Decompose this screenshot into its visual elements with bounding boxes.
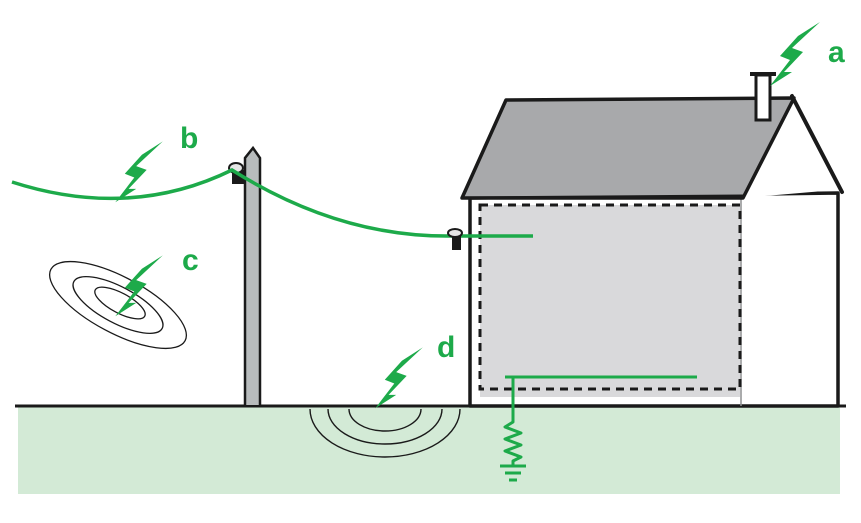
ground-area [18,406,840,494]
utility-pole [228,145,262,405]
protected-zone-boundary [478,203,742,391]
label-b: b [180,122,198,155]
magnetic-field-rings [48,260,188,350]
lightning-bolt-icon-a [770,22,820,86]
chimney [754,73,772,122]
gable-edge [790,94,844,194]
overhead-power-line [11,167,533,238]
lightning-bolt-icon-c [115,255,163,317]
house-gable [741,100,835,198]
house-wall-bracket [452,236,461,250]
house-insulator [447,228,463,238]
label-d: d [437,331,455,364]
roof-base-line [461,194,744,200]
lightning-bolt-icon-d [375,347,423,409]
house-roof [460,96,796,200]
pole-body [243,145,262,405]
label-c: c [182,244,199,277]
ground-strike-rings [309,408,461,458]
electrical-ground-icon [500,464,526,482]
label-a: a [828,36,845,69]
house-interior [480,205,740,397]
earthing-conductor [503,377,523,466]
house [460,72,844,408]
